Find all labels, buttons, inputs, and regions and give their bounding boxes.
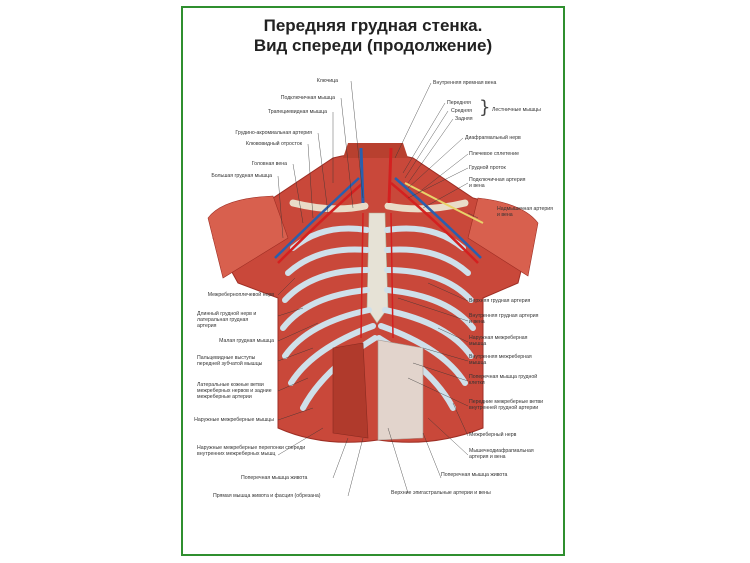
scalene-brace: } <box>479 97 491 118</box>
label-coracoid-process: Клювовидный отросток <box>245 141 302 147</box>
label-cephalic-vein: Головная вена <box>251 161 287 167</box>
carotid-artery <box>387 147 393 204</box>
poster-frame: Передняя грудная стенка. Вид спереди (пр… <box>181 6 565 556</box>
label-anterior-intercostal-branches: Передние межреберные ветви внутренней гр… <box>469 399 544 411</box>
label-lateral-cutaneous-branches: Латеральные кожные ветви межреберных нер… <box>197 382 272 400</box>
label-intercostobrachial-nerve: Межреберноплечевой нерв <box>207 292 274 298</box>
label-transversus-abdominis-right: Поперечная мышца живота <box>441 472 508 478</box>
label-brachial-plexus: Плечевое сплетение <box>469 151 519 157</box>
neck <box>343 143 408 158</box>
label-superior-epigastric: Верхние эпигастральные артерии и вены <box>391 490 491 496</box>
label-external-intercostal-membranes: Наружные межреберные перепонки спереди в… <box>197 445 306 457</box>
label-subclavian-artery-vein: Подключичная артерия и вена <box>469 177 526 189</box>
label-pectoralis-minor: Малая грудная мышца <box>219 338 274 344</box>
label-rectus-abdominis: Прямая мышца живота и фасция (обрезана) <box>213 493 321 499</box>
rectus-abdominis <box>332 342 369 439</box>
right-artery <box>390 182 479 264</box>
right-shoulder <box>467 197 539 277</box>
label-internal-jugular-vein: Внутренняя яремная вена <box>433 80 497 86</box>
label-thoracic-duct: Грудной проток <box>469 165 506 171</box>
left-clavicle <box>289 199 369 213</box>
left-vein <box>274 177 360 259</box>
label-intercostal-nerve: Межреберный нерв <box>469 432 517 438</box>
label-scalene-muscles: Лестничные мышцы <box>492 107 541 113</box>
label-external-intercostal-muscle: Наружная межреберная мышца <box>469 335 528 347</box>
label-phrenic-nerve: Диафрагмальный нерв <box>465 135 521 141</box>
internal-thoracic-artery-left <box>360 212 364 339</box>
title-line-1: Передняя грудная стенка. <box>263 16 483 35</box>
label-scalene-anterior: Передняя <box>447 100 471 106</box>
abdominal-fascia <box>377 339 424 441</box>
left-artery <box>277 182 364 264</box>
label-transversus-thoracis: Поперечная мышца грудной клетки <box>469 374 538 386</box>
label-scalene-middle: Средняя <box>451 108 472 114</box>
label-long-thoracic-nerve: Длинный грудной нерв и латеральная грудн… <box>197 311 257 329</box>
page-title: Передняя грудная стенка. Вид спереди (пр… <box>183 16 563 56</box>
label-musculophrenic-artery: Мышечнодиафрагмальная артерия и вена <box>469 448 534 460</box>
label-suprascapular-artery-vein: Надмышечная артерия и вена <box>497 206 553 218</box>
title-line-2: Вид спереди (продолжение) <box>253 36 493 55</box>
label-subclavius: Подключичная мышца <box>280 95 335 101</box>
label-trapezius: Трапециевидная мышца <box>267 109 327 115</box>
internal-thoracic-artery-right <box>390 212 394 339</box>
label-clavicle: Ключица <box>316 78 338 84</box>
label-serratus-anterior: Пальцевидные выступы передней зубчатой м… <box>197 355 263 367</box>
label-superior-thoracic-artery: Верхняя грудная артерия <box>469 298 531 304</box>
label-thoracoacromial-artery: Грудино-акромиальная артерия <box>235 130 312 136</box>
label-scalene-posterior: Задняя <box>455 116 473 122</box>
brachial-plexus <box>404 182 484 224</box>
label-transversus-abdominis-left: Поперечная мышца живота <box>241 475 308 481</box>
label-pectoralis-major: Большая грудная мышца <box>211 173 272 179</box>
leader-lines <box>277 80 479 497</box>
anatomy-illustration <box>207 80 539 497</box>
right-vein <box>394 177 482 259</box>
label-internal-intercostal-muscle: Внутренняя межреберная мышца <box>469 354 532 366</box>
right-clavicle <box>384 199 469 213</box>
label-internal-thoracic-artery: Внутренняя грудная артерия и вена <box>469 313 539 325</box>
left-shoulder <box>207 195 289 279</box>
label-external-intercostals: Наружные межреберные мышцы <box>194 417 274 423</box>
